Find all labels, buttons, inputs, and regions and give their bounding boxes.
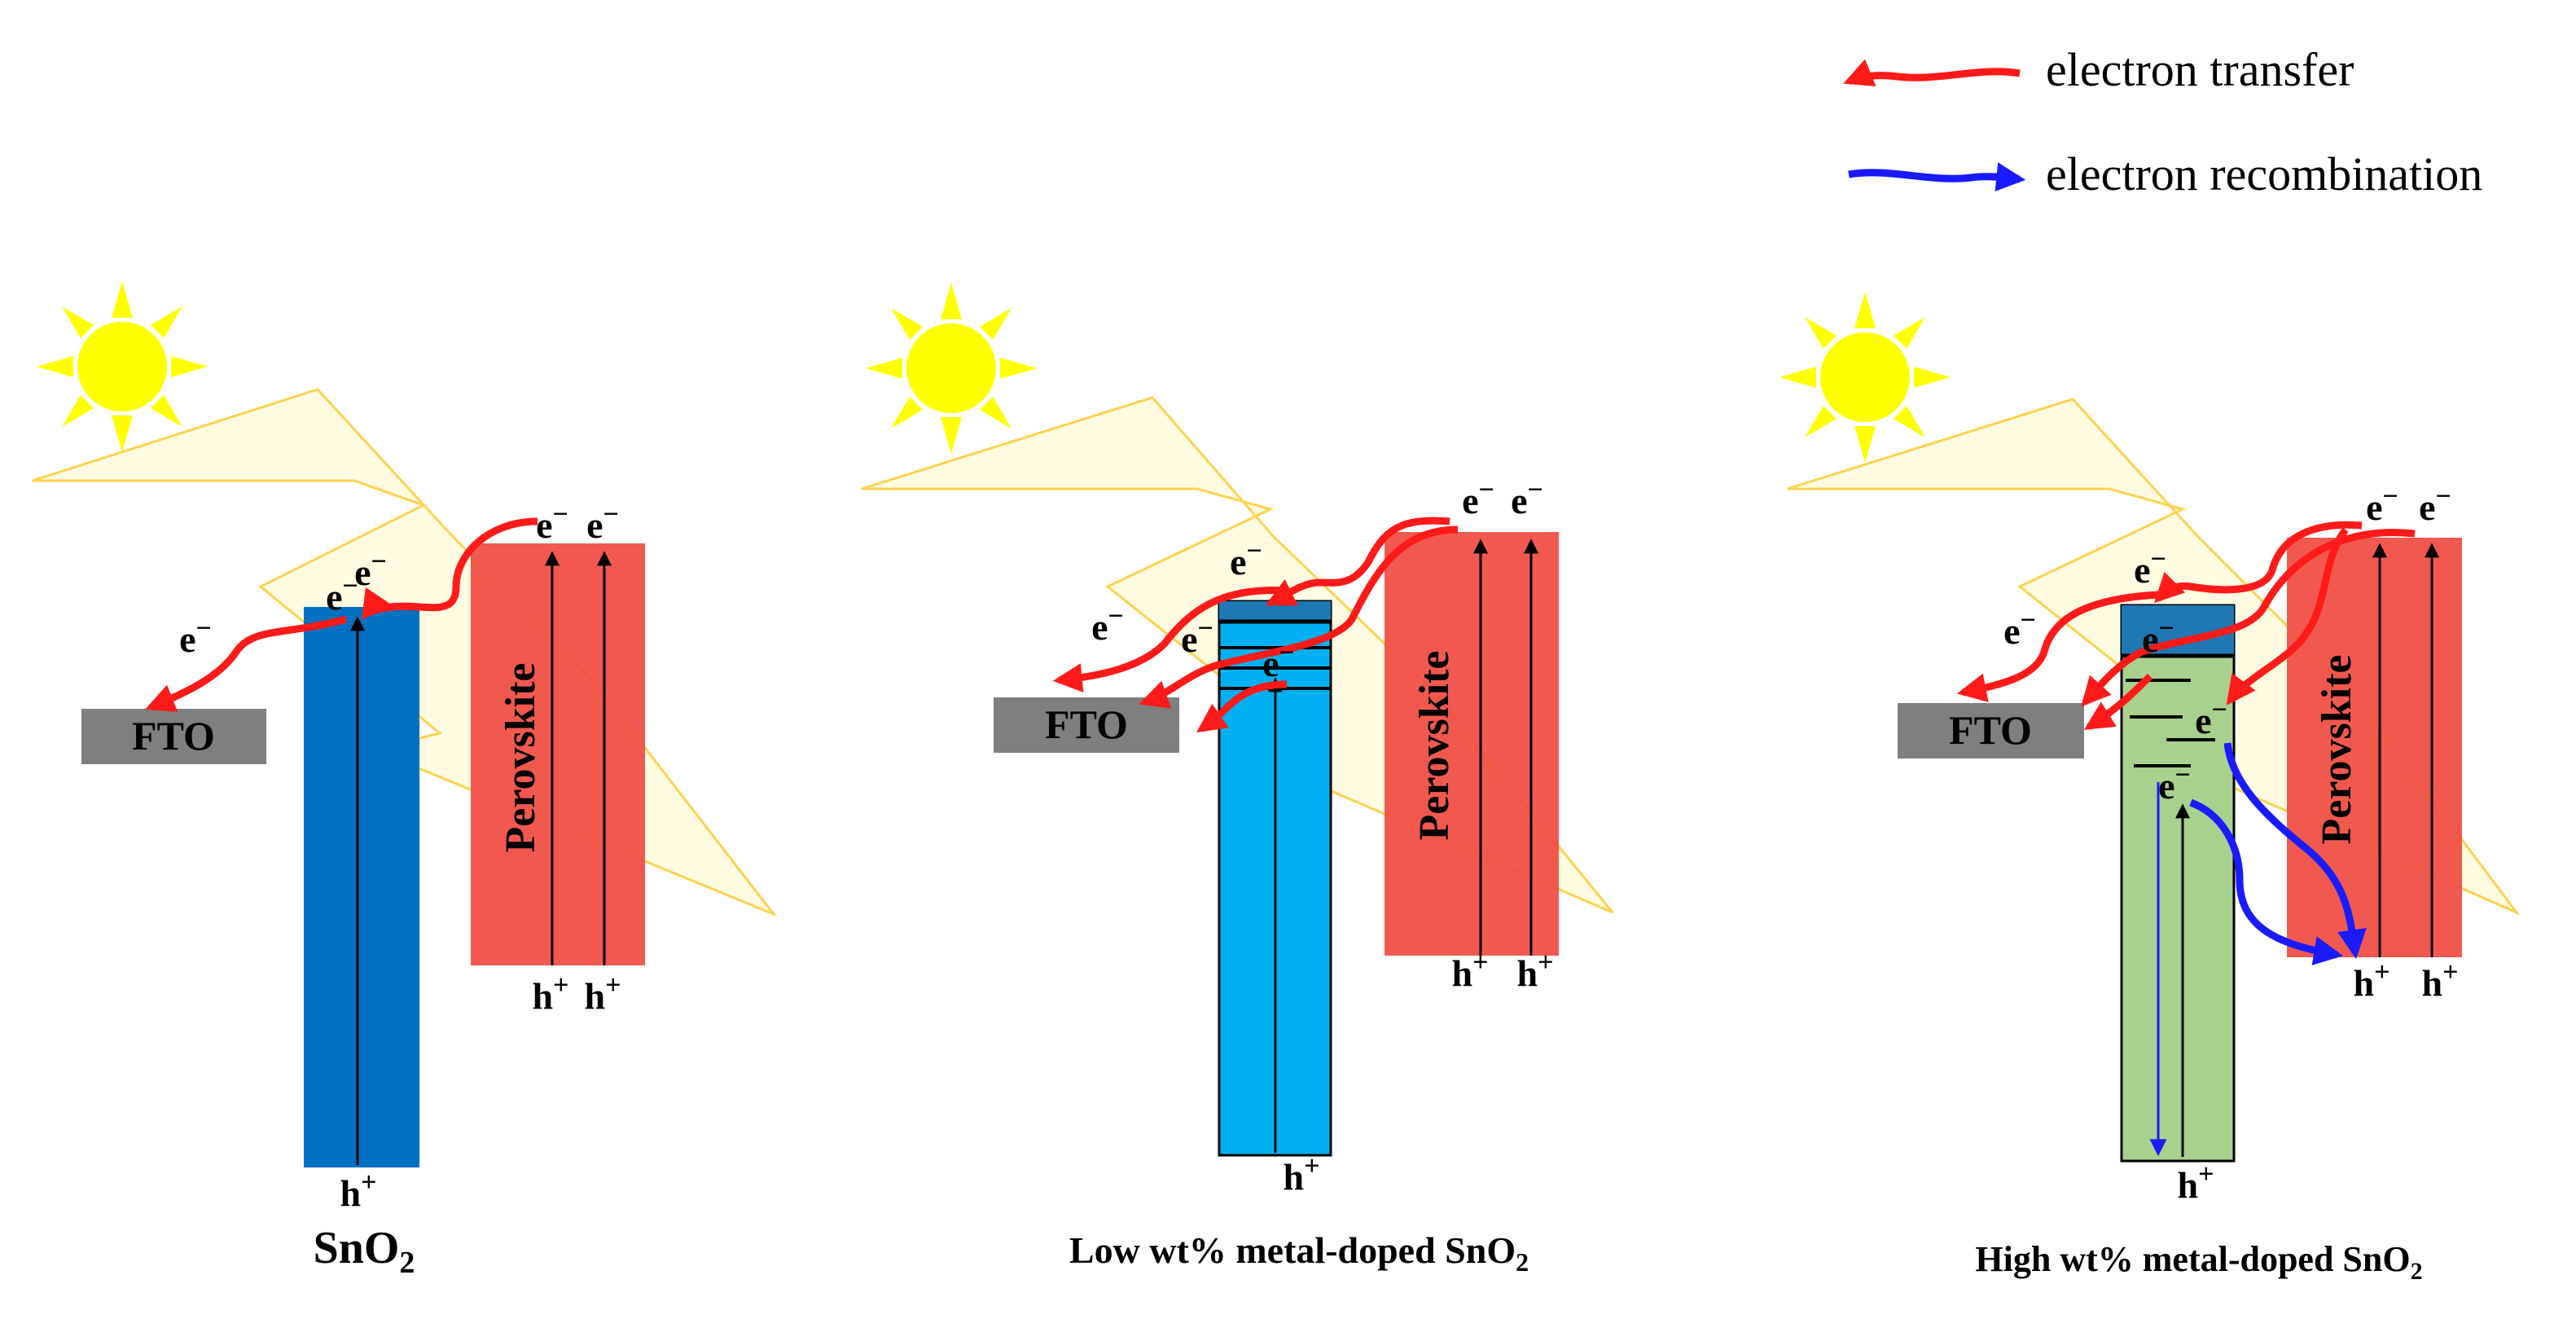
electron-label: e− — [2158, 760, 2191, 807]
electron-label: e− — [536, 499, 568, 546]
sno2-layer — [2120, 604, 2236, 1163]
hole-label: h+ — [1284, 1151, 1320, 1198]
electron-transfer-arrow — [2153, 521, 2363, 604]
sno2-top-band — [2122, 605, 2234, 654]
electron-label: e− — [1230, 536, 1262, 583]
fto-label: FTO — [132, 713, 215, 758]
hole-label: h+ — [2178, 1159, 2214, 1206]
electron-label: e− — [2195, 695, 2227, 741]
electron-transfer-arrow — [1956, 591, 2159, 703]
electron-recombination-arrow — [2189, 798, 2344, 965]
fto-layer — [81, 709, 266, 764]
electron-transfer-arrow — [2081, 529, 2416, 707]
electron-label: e− — [354, 547, 387, 593]
hole-label: h+ — [585, 970, 621, 1017]
panel-low-doped — [861, 283, 1614, 1157]
electron-transfer-arrow — [361, 517, 538, 620]
panel-high-doped — [1780, 292, 2521, 1163]
electron-label: e− — [2142, 613, 2174, 660]
fto-layer — [1898, 703, 2084, 758]
electron-transfer-arrow — [145, 615, 348, 713]
electron-label: e− — [179, 613, 212, 660]
hole-label: h+ — [2354, 957, 2390, 1004]
sun-icon — [866, 283, 1037, 454]
hole-label: h+ — [340, 1167, 377, 1214]
electron-label: e− — [586, 499, 619, 546]
legend-recombination-arrow — [1848, 162, 2026, 192]
sun-icon — [37, 281, 208, 452]
legend-recombination-label: electron recombination — [2046, 147, 2483, 200]
electron-transfer-arrow — [2083, 673, 2153, 730]
hole-label: h+ — [1452, 947, 1489, 994]
perovskite-label: Perovskite — [1411, 651, 1458, 841]
sun-icon — [1780, 292, 1951, 463]
panel-caption: SnO2 — [313, 1223, 415, 1281]
electron-label: e− — [1181, 613, 1213, 660]
perovskite-label: Perovskite — [498, 663, 544, 853]
sno2-layer — [304, 607, 419, 1167]
panel-caption: High wt% metal-doped SnO2 — [1975, 1239, 2423, 1285]
fto-label: FTO — [1949, 707, 2032, 753]
hole-label: h+ — [1517, 947, 1554, 994]
electron-transfer-arrow — [2226, 527, 2349, 706]
electron-label: e− — [2003, 605, 2036, 652]
carrier-labels: e−e−e−e−e−h+h+h+e−e−e−e−e−e−h+h+h+e−e−e−… — [179, 475, 2458, 1214]
perovskite-layer — [471, 543, 645, 965]
electron-label: e− — [1091, 601, 1124, 648]
electron-recombination-arrow — [2223, 742, 2367, 960]
electron-label: e− — [1262, 638, 1295, 684]
electron-label: e− — [2134, 544, 2166, 591]
fto-label: FTO — [1045, 701, 1128, 747]
electron-transfer-arrow — [1265, 517, 1450, 607]
hole-label: h+ — [2422, 957, 2459, 1004]
electron-label: e− — [2419, 481, 2451, 528]
perovskite-label: Perovskite — [2314, 655, 2360, 845]
legend-transfer-label: electron transfer — [2046, 43, 2354, 96]
legend — [1843, 59, 2026, 192]
electron-label: e− — [2366, 481, 2398, 528]
legend-transfer-arrow — [1843, 59, 2021, 87]
electron-label: e− — [1462, 475, 1494, 521]
electron-transfer-arrow — [1139, 525, 1459, 709]
electron-transfer-arrow — [1052, 586, 1288, 693]
panel-caption: Low wt% metal-doped SnO2 — [1069, 1229, 1529, 1277]
electron-label: e− — [1511, 475, 1543, 521]
hole-label: h+ — [533, 970, 569, 1017]
electron-transfer-arrow — [1196, 680, 1288, 733]
electron-label: e− — [326, 571, 358, 618]
perovskite-layer — [1385, 532, 1559, 956]
panel-sno2 — [32, 281, 778, 1167]
